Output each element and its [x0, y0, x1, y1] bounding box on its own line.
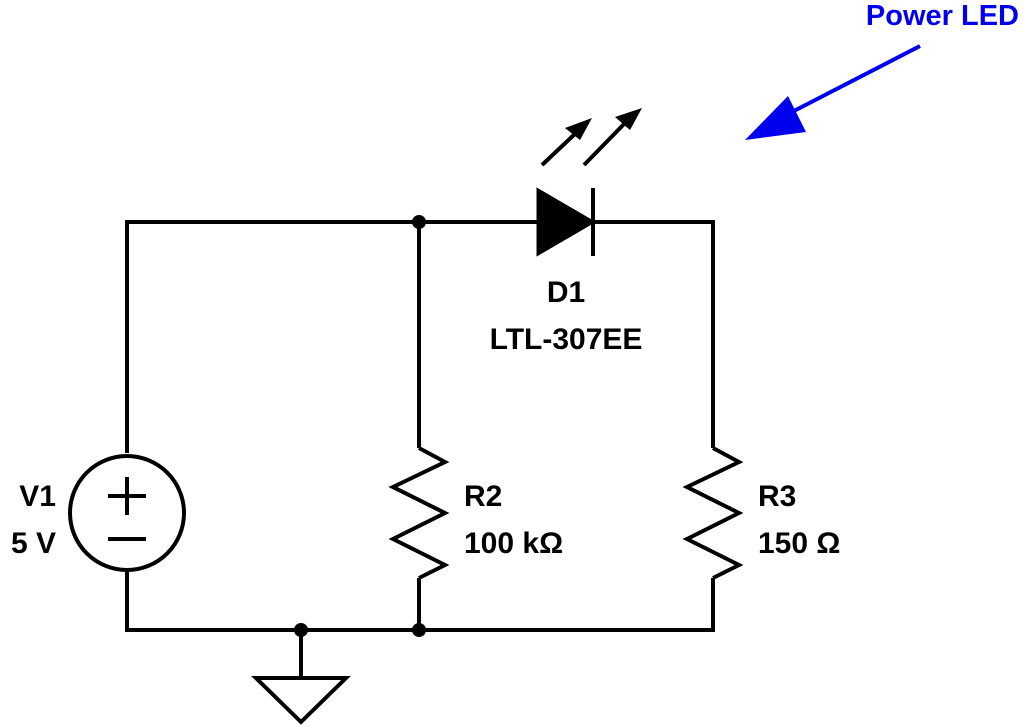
junction-dot: [412, 215, 426, 229]
power-led-callout-label: Power LED: [866, 0, 1019, 32]
light-emission-arrows-icon: [540, 108, 642, 167]
resistor-r3: [682, 446, 744, 580]
r2-ref-label: R2: [464, 480, 502, 513]
led-d1: [536, 108, 642, 257]
r3-ref-label: R3: [758, 480, 796, 513]
wire-top-right: [593, 220, 715, 448]
diode-triangle: [536, 187, 596, 257]
junction-dot: [294, 623, 308, 637]
d1-value-label: LTL-307EE: [490, 323, 643, 356]
v1-value-label: 5 V: [11, 527, 56, 560]
callout-arrow-icon: [745, 44, 921, 140]
wire-top-left: [125, 220, 540, 453]
plus-sign-icon: [108, 477, 146, 515]
d1-ref-label: D1: [547, 276, 585, 309]
voltage-source-v1: [68, 454, 186, 572]
junction-dot: [412, 623, 426, 637]
voltage-source-circle: [68, 454, 186, 572]
r2-value-label: 100 kΩ: [464, 527, 563, 560]
v1-ref-label: V1: [19, 480, 56, 513]
resistor-r2: [388, 446, 450, 580]
ground-symbol: [251, 676, 351, 725]
r3-value-label: 150 Ω: [758, 527, 840, 560]
